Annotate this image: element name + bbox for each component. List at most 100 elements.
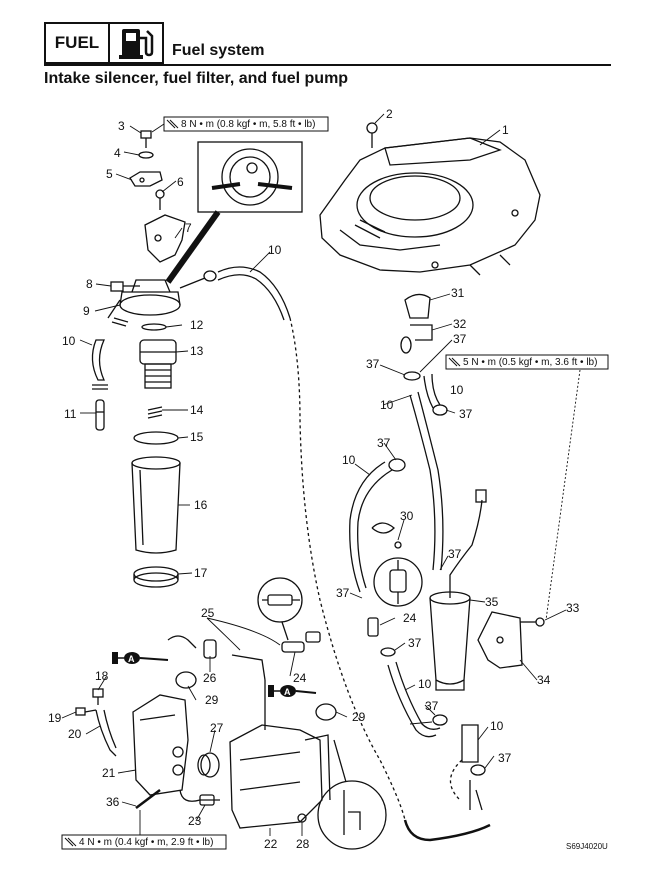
clamp-part-37-lower [380, 647, 448, 726]
callout-5: 5 [106, 167, 113, 181]
callout-33: 33 [566, 601, 580, 615]
callout-18: 18 [95, 669, 109, 683]
callout-3: 3 [118, 119, 125, 133]
washer-part-4 [138, 151, 154, 159]
o-ring-part-15 [133, 431, 179, 445]
header-rule [44, 64, 611, 66]
joint-part-26 [203, 639, 217, 659]
connection-marker-a-1: A [112, 652, 169, 664]
callout-34: 34 [537, 673, 551, 687]
fuel-filter-inset [373, 557, 423, 607]
bracket-part-5 [129, 171, 163, 187]
bolt-part-33 [520, 617, 545, 627]
bolt-part-6 [155, 189, 165, 210]
callout-19: 19 [48, 711, 62, 725]
bolt-part-2 [366, 122, 378, 148]
svg-text:A: A [284, 687, 291, 697]
callout-27: 27 [210, 721, 224, 735]
torque-text-8nm: 8 N • m (0.8 kgf • m, 5.8 ft • lb) [181, 119, 315, 130]
callout-23: 23 [188, 814, 202, 828]
callout-37-f: 37 [336, 586, 350, 600]
callout-24-b: 24 [293, 671, 307, 685]
bolt-part-36 [135, 789, 161, 809]
cap-part-31 [404, 293, 431, 319]
joint-part-11 [95, 399, 105, 431]
callout-21: 21 [102, 766, 116, 780]
callout-10-e: 10 [342, 453, 356, 467]
fuel-pump-icon [110, 24, 162, 62]
svg-text:A: A [128, 654, 135, 664]
o-ring-part-12 [141, 323, 167, 331]
fuel-filter-part-24-bottom [281, 631, 321, 653]
hose-part-10-far-right [449, 724, 486, 811]
bolt-part-3 [140, 130, 152, 148]
bolt-part-8 [110, 281, 140, 292]
callout-30: 30 [400, 509, 414, 523]
fuel-filter-part-24 [367, 617, 379, 637]
bracket-part-34 [477, 611, 523, 669]
section-header-box: FUEL [44, 22, 164, 64]
hose-part-10-lower-right [403, 819, 491, 842]
torque-spec-8nm: 8 N • m (0.8 kgf • m, 5.8 ft • lb) [151, 116, 329, 133]
screw-part-18 [92, 688, 104, 705]
hose-part-10-mid [349, 461, 393, 593]
callout-24-a: 24 [403, 611, 417, 625]
callout-numbers: 1 2 3 4 5 6 7 8 9 10 10 10 10 10 10 10 1… [48, 107, 580, 851]
filter-element-part-13 [139, 339, 177, 389]
callout-12: 12 [190, 318, 204, 332]
hose-part-10-right-long [409, 391, 444, 571]
callout-35: 35 [485, 595, 499, 609]
callout-31: 31 [451, 286, 465, 300]
callout-7: 7 [185, 221, 192, 235]
bracket-part-20 [95, 709, 117, 757]
page-subtitle: Intake silencer, fuel filter, and fuel p… [44, 70, 349, 87]
drawing-code: S69J4020U [566, 842, 608, 851]
torque-spec-4nm: 4 N • m (0.4 kgf • m, 2.9 ft • lb) [61, 810, 227, 850]
callout-8: 8 [86, 277, 93, 291]
callout-37-h: 37 [425, 699, 439, 713]
callout-4: 4 [114, 146, 121, 160]
callout-10-g: 10 [490, 719, 504, 733]
clamp-part-37-mid [388, 458, 406, 472]
callout-37-g: 37 [408, 636, 422, 650]
section-title: Fuel system [172, 42, 265, 59]
spring-part-14 [147, 406, 163, 419]
callout-10-b: 10 [62, 334, 76, 348]
callout-15: 15 [190, 430, 204, 444]
callout-10-c: 10 [450, 383, 464, 397]
filter-inset-bottom [257, 577, 303, 641]
callout-37-i: 37 [498, 751, 512, 765]
intake-silencer-part [319, 137, 541, 276]
callout-10-a: 10 [268, 243, 282, 257]
callout-9: 9 [83, 304, 90, 318]
clamp-near-filter [111, 317, 129, 327]
detail-magnifier [317, 739, 387, 850]
callout-32: 32 [453, 317, 467, 331]
hose-part-23 [179, 789, 220, 806]
callout-10-f: 10 [418, 677, 432, 691]
callout-20: 20 [68, 727, 82, 741]
callout-14: 14 [190, 403, 204, 417]
callout-25: 25 [201, 606, 215, 620]
leader-lines [61, 113, 581, 836]
clip-part-30 [371, 522, 402, 549]
callout-6: 6 [177, 175, 184, 189]
cap-part-29-top [175, 671, 197, 689]
callout-11: 11 [64, 407, 77, 421]
torque-text-5nm: 5 N • m (0.5 kgf • m, 3.6 ft • lb) [463, 357, 597, 368]
callout-2: 2 [386, 107, 393, 121]
torque-spec-5nm: 5 N • m (0.5 kgf • m, 3.6 ft • lb) [445, 354, 609, 370]
callout-37-c: 37 [459, 407, 473, 421]
bracket-part-7 [144, 214, 186, 263]
filter-head-part-9 [107, 270, 217, 319]
section-tag: FUEL [46, 24, 110, 62]
cap-part-29-bottom [315, 703, 337, 721]
ring-nut-part-17 [133, 566, 179, 588]
callout-16: 16 [194, 498, 208, 512]
callout-37-d: 37 [377, 436, 391, 450]
silencer-body-part-22 [229, 724, 331, 829]
filter-bowl-part-16 [131, 456, 181, 554]
hose-part-10-pump-lower [387, 661, 441, 738]
callout-10-d: 10 [380, 398, 394, 412]
